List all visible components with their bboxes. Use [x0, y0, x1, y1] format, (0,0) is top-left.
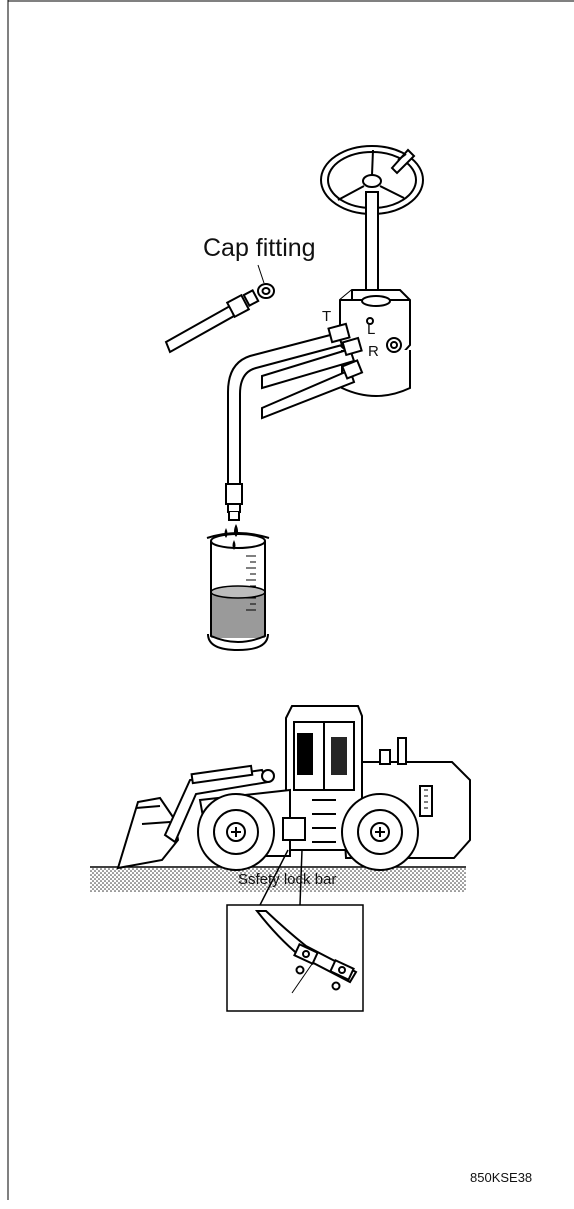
loose-hose-cap-fitting	[164, 264, 275, 354]
measuring-cylinder	[206, 532, 270, 652]
cap-fitting-label: Cap fitting	[203, 234, 316, 262]
oil-drops	[224, 524, 238, 550]
steering-column	[365, 191, 379, 305]
safety-lock-bar-label: Ssfety lock bar	[238, 871, 337, 888]
steering-wheel	[320, 145, 424, 215]
port-t-label: T	[322, 308, 332, 325]
ground-strip	[90, 866, 466, 892]
wheel-loader	[116, 705, 471, 871]
hydraulic-hoses	[227, 322, 364, 485]
safety-lock-detail-box	[226, 904, 364, 1012]
port-r-label: R	[368, 343, 379, 360]
hose-end-fitting	[225, 483, 243, 521]
port-l-label: L	[367, 321, 376, 338]
callout-lines	[259, 849, 303, 906]
figure-code: 850KSE38	[470, 1170, 533, 1185]
